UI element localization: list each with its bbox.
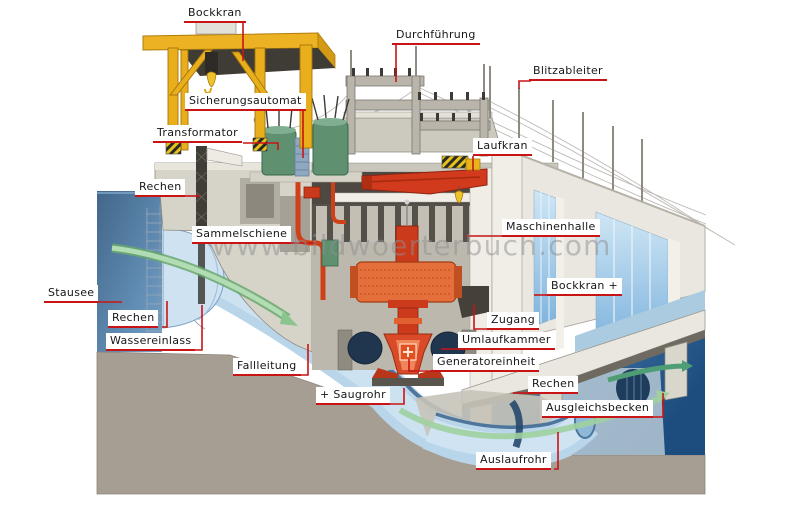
label-fallleitung: Fallleitung [233,358,301,377]
label-rechen-outlet: Rechen [528,376,579,395]
label-stausee: Stausee [44,285,99,304]
label-durchfuehrung: Durchführung [392,27,480,46]
label-sicherungsautomat: Sicherungsautomat [185,93,306,112]
label-maschinenhalle: Maschinenhalle [502,219,600,238]
overhead-crane [361,155,488,204]
label-transformator: Transformator [153,125,242,144]
hoist-tackle [205,52,218,74]
label-rechen-intake: Rechen [108,310,159,329]
label-sammelschiene: Sammelschiene [192,226,292,245]
label-auslaufrohr: Auslaufrohr [476,452,551,471]
label-laufkran: Laufkran [473,138,532,157]
hall-crane-hook-icon [454,190,464,204]
access-doorway [455,286,489,318]
label-generatoreinheit: Generatoreinheit [433,354,540,373]
label-ausgleichsbecken: Ausgleichsbecken [542,400,654,419]
callout-lines [98,23,664,470]
label-saugrohr[interactable]: + Saugrohr [316,387,390,406]
label-zugang: Zugang [487,312,539,331]
label-rechen-dam: Rechen [135,179,186,198]
label-bockkran-hall[interactable]: Bockkran + [547,278,623,297]
label-blitzableiter: Blitzableiter [529,63,607,82]
crane-hook-icon [206,71,217,88]
label-wassereinlass: Wassereinlass [106,333,196,352]
switchyard-lattice [345,46,643,210]
label-bockkran-top: Bockkran [184,5,246,24]
bushing-insulators [352,68,485,121]
surge-chamber-left [347,331,383,365]
label-umlaufkammer: Umlaufkammer [458,332,555,351]
